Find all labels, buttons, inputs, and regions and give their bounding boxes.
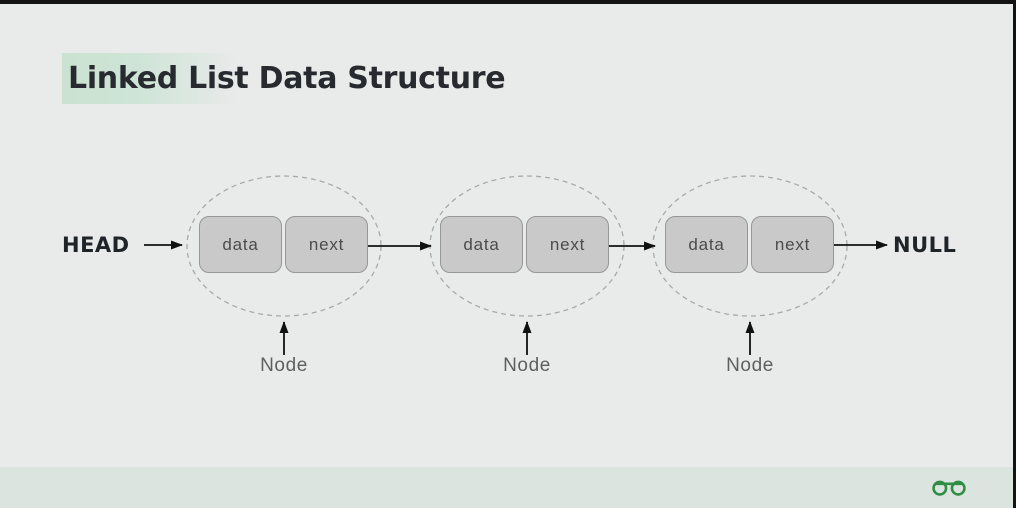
next-field: next	[526, 216, 609, 273]
diagram-canvas	[144, 175, 888, 355]
next-field: next	[285, 216, 368, 273]
data-field: data	[440, 216, 523, 273]
data-field: data	[199, 216, 282, 273]
node-group: data next	[199, 216, 368, 273]
null-label: NULL	[893, 233, 957, 257]
node-caption: Node	[503, 355, 551, 376]
geeksforgeeks-logo	[932, 480, 966, 496]
head-label: HEAD	[62, 233, 130, 257]
data-field: data	[665, 216, 748, 273]
node-group: data next	[440, 216, 609, 273]
node-caption: Node	[726, 355, 774, 376]
node-caption: Node	[260, 355, 308, 376]
page-title: Linked List Data Structure	[68, 61, 506, 96]
node-group: data next	[665, 216, 834, 273]
title-highlight	[62, 53, 237, 104]
next-field: next	[751, 216, 834, 273]
footer-bar	[0, 467, 1013, 508]
